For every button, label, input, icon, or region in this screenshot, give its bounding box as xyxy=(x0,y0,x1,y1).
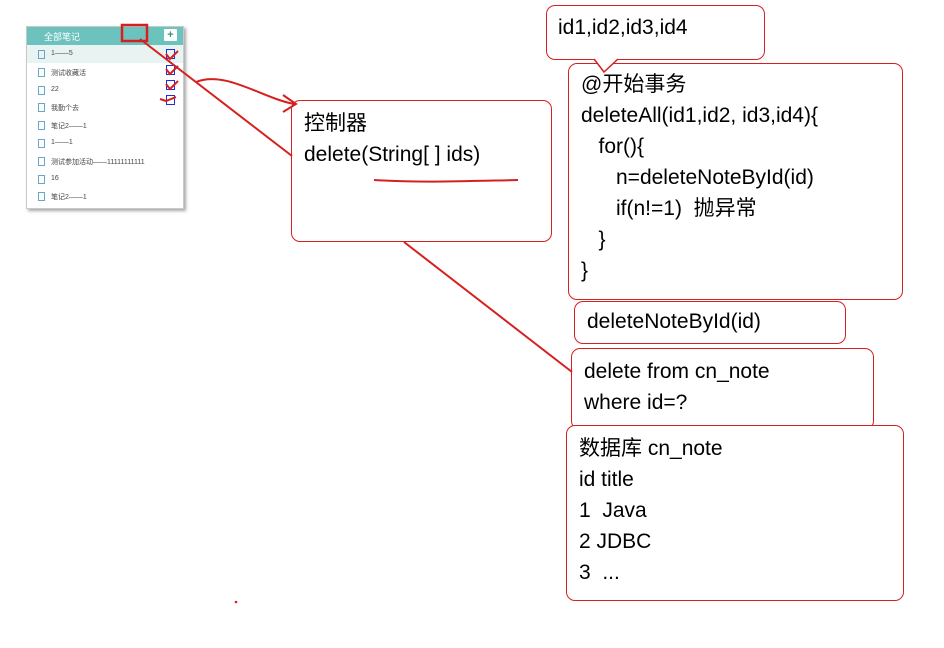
note-item[interactable]: 1——1 xyxy=(27,134,183,152)
controller-callout: 控制器 delete(String[ ] ids) xyxy=(291,100,552,242)
note-item[interactable]: 笔记2——1 xyxy=(27,187,183,205)
controller-method: delete(String[ ] ids) xyxy=(304,143,481,166)
note-list: 1——5 测试收藏活 22 我勤个去 笔记2——1 1——1 测试参加活动——1… xyxy=(27,45,183,205)
note-icon xyxy=(38,67,45,77)
transaction-line: for(){ xyxy=(581,135,645,158)
note-title: 笔记2——1 xyxy=(51,123,87,131)
transaction-line: deleteAll(id1,id2, id3,id4){ xyxy=(581,104,818,127)
note-item[interactable]: 22 xyxy=(27,81,183,99)
database-line: 3 ... xyxy=(579,561,620,584)
transaction-line: } xyxy=(581,259,589,282)
note-item[interactable]: 16 xyxy=(27,170,183,188)
database-line: id title xyxy=(579,468,634,491)
connector-line xyxy=(403,241,573,373)
note-icon xyxy=(38,85,45,95)
database-callout: 数据库 cn_note id title 1 Java 2 JDBC 3 ... xyxy=(566,425,904,601)
note-title: 1——1 xyxy=(51,138,73,146)
note-item[interactable]: 测试收藏活 xyxy=(27,63,183,81)
note-item[interactable]: 1——5 xyxy=(27,45,183,63)
delete-checkbox-icon[interactable] xyxy=(166,95,175,105)
delete-checkbox-icon[interactable] xyxy=(166,49,175,59)
sql-line: delete from cn_note xyxy=(584,360,770,383)
controller-title: 控制器 xyxy=(304,112,367,135)
note-icon xyxy=(38,138,45,148)
note-icon xyxy=(38,103,45,113)
note-item[interactable]: 笔记2——1 xyxy=(27,116,183,134)
dao-method-text: deleteNoteById(id) xyxy=(587,310,761,333)
add-note-button[interactable]: + xyxy=(164,29,177,41)
note-title: 测试收藏活 xyxy=(51,69,86,77)
note-title: 我勤个去 xyxy=(51,105,79,113)
database-line: 1 Java xyxy=(579,499,647,522)
note-icon xyxy=(38,174,45,184)
transaction-line: } xyxy=(581,228,606,251)
ids-callout: id1,id2,id3,id4 xyxy=(546,5,765,60)
note-icon xyxy=(38,50,45,59)
transaction-line: n=deleteNoteById(id) xyxy=(581,166,814,189)
note-title: 22 xyxy=(51,85,59,93)
arrow-icon xyxy=(195,78,295,105)
transaction-line: @开始事务 xyxy=(581,73,687,96)
notes-panel: 全部笔记 + 1——5 测试收藏活 22 我勤个去 笔记2——1 1——1 xyxy=(26,26,184,209)
note-title: 1——5 xyxy=(51,50,73,57)
delete-checkbox-icon[interactable] xyxy=(166,80,175,90)
sql-line: where id=? xyxy=(584,391,688,414)
database-line: 2 JDBC xyxy=(579,530,652,553)
ids-text: id1,id2,id3,id4 xyxy=(558,16,688,39)
note-title: 16 xyxy=(51,174,59,182)
stray-dot xyxy=(234,600,238,604)
transaction-line: if(n!=1) 抛异常 xyxy=(581,197,757,220)
database-line: 数据库 cn_note xyxy=(579,437,723,460)
note-icon xyxy=(38,121,45,131)
note-item[interactable]: 测试参加活动——11111111111 xyxy=(27,152,183,170)
sql-callout: delete from cn_note where id=? xyxy=(571,348,874,430)
note-item[interactable]: 我勤个去 xyxy=(27,98,183,116)
dao-method-callout: deleteNoteById(id) xyxy=(574,301,846,344)
notes-panel-title: 全部笔记 xyxy=(44,32,81,42)
note-icon xyxy=(38,192,45,202)
note-title: 测试参加活动——11111111111 xyxy=(51,158,145,166)
note-icon xyxy=(38,156,45,166)
notes-panel-header: 全部笔记 + xyxy=(27,27,183,45)
delete-checkbox-icon[interactable] xyxy=(166,65,175,75)
note-title: 笔记2——1 xyxy=(51,194,87,202)
transaction-callout: @开始事务 deleteAll(id1,id2, id3,id4){ for()… xyxy=(568,63,903,300)
